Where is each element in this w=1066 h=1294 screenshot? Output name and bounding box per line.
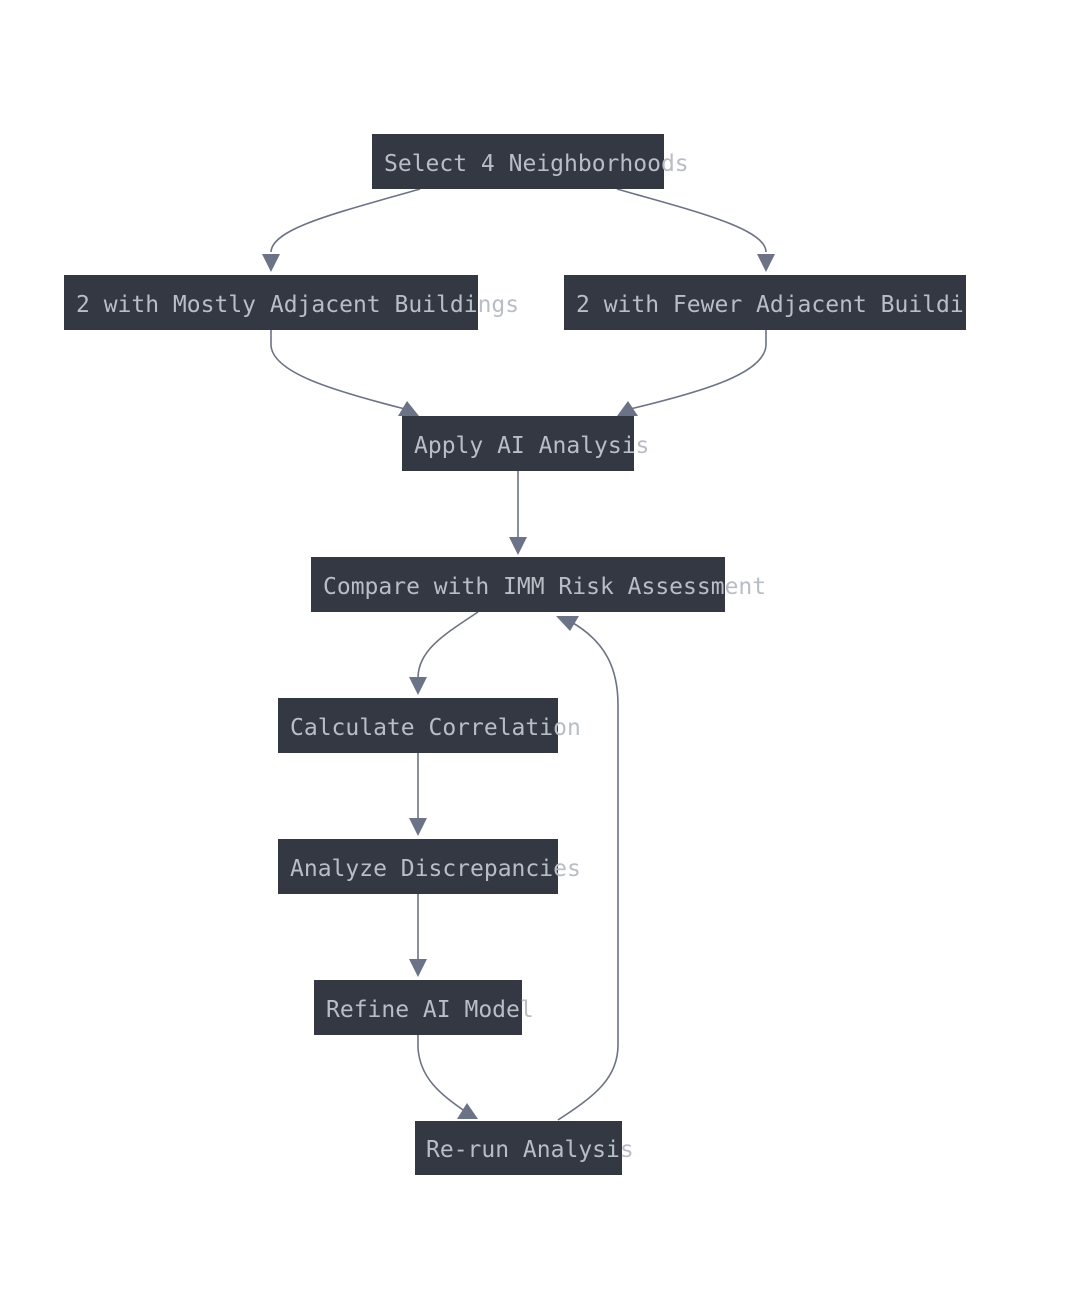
node-compare-imm[interactable]: Compare with IMM Risk Assessment	[311, 557, 766, 612]
edge-compare-to-calc	[417, 611, 479, 679]
node-label: Select 4 Neighborhoods	[384, 151, 689, 177]
node-label: 2 with Mostly Adjacent Buildings	[76, 292, 519, 318]
node-label: Compare with IMM Risk Assessment	[323, 574, 766, 600]
node-apply-ai-analysis[interactable]: Apply AI Analysis	[402, 416, 649, 471]
node-label: 2 with Fewer Adjacent Buildi	[576, 292, 964, 318]
node-select-neighborhoods[interactable]: Select 4 Neighborhoods	[372, 134, 689, 189]
edges	[262, 188, 775, 1121]
node-refine-ai-model[interactable]: Refine AI Model	[314, 980, 534, 1035]
node-label: Analyze Discrepancies	[290, 856, 581, 882]
arrowhead-compare-loop	[556, 616, 579, 631]
node-fewer-adjacent[interactable]: 2 with Fewer Adjacent Buildi	[564, 275, 966, 330]
arrowhead-rerun	[457, 1103, 478, 1119]
arrowhead-apply-left	[398, 401, 419, 416]
arrowhead-calc	[409, 677, 427, 695]
arrowhead-apply-right	[617, 401, 638, 416]
edge-select-to-fewer	[616, 188, 767, 253]
node-calculate-correlation[interactable]: Calculate Correlation	[278, 698, 581, 753]
node-rerun-analysis[interactable]: Re-run Analysis	[415, 1121, 634, 1175]
edge-fewer-to-apply	[629, 330, 767, 410]
edge-rerun-to-compare	[557, 622, 619, 1121]
edge-select-to-mostly	[270, 188, 421, 253]
arrowhead-analyze	[409, 818, 427, 836]
arrowhead-mostly	[262, 254, 280, 272]
arrowhead-fewer	[757, 254, 775, 272]
node-analyze-discrepancies[interactable]: Analyze Discrepancies	[278, 839, 581, 894]
node-label: Apply AI Analysis	[414, 433, 649, 459]
arrowhead-compare	[509, 537, 527, 555]
edge-mostly-to-apply	[270, 330, 406, 410]
node-label: Re-run Analysis	[426, 1137, 634, 1163]
node-mostly-adjacent[interactable]: 2 with Mostly Adjacent Buildings	[64, 275, 519, 330]
arrowhead-refine	[409, 959, 427, 977]
node-label: Refine AI Model	[326, 997, 534, 1023]
node-label: Calculate Correlation	[290, 715, 581, 741]
edge-refine-to-rerun	[417, 1035, 467, 1113]
